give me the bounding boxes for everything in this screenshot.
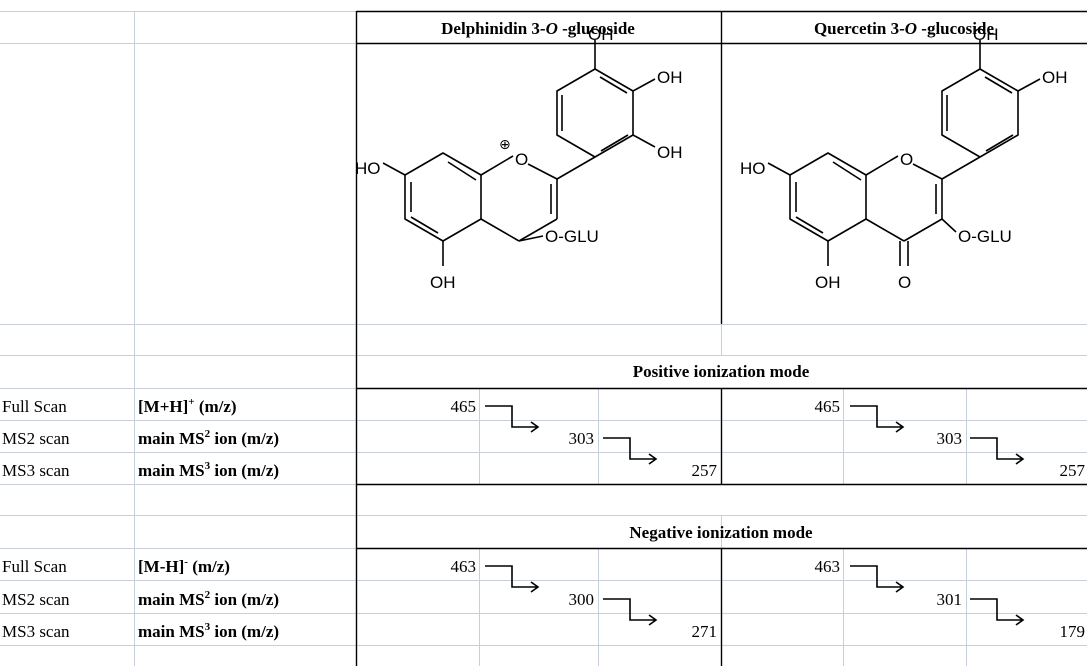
ion-label: main MS2 ion (m/z) — [138, 589, 279, 609]
fragmentation-arrow-icon — [603, 438, 656, 464]
mz-value: 300 — [569, 590, 595, 609]
mz-value: 257 — [692, 461, 718, 480]
ion-label: [M-H]- (m/z) — [138, 556, 230, 576]
mz-value: 179 — [1060, 622, 1086, 641]
scan-label: MS2 scan — [2, 429, 70, 448]
fragmentation-arrow-icon — [970, 599, 1023, 625]
mz-value: 257 — [1060, 461, 1086, 480]
fragmentation-arrow-icon — [485, 406, 538, 432]
scan-label: Full Scan — [2, 397, 67, 416]
mz-value: 465 — [451, 397, 477, 416]
quercetin-keto-oxygen: O — [898, 273, 911, 292]
section-header-positive: Positive ionization mode — [633, 362, 810, 381]
mz-value: 463 — [815, 557, 841, 576]
delphinidin-o-glu: O-GLU — [545, 227, 599, 246]
fragmentation-arrow-icon — [850, 406, 903, 432]
delphinidin-ho-left: HO — [355, 159, 381, 178]
mz-value: 463 — [451, 557, 477, 576]
ion-label: [M+H]+ (m/z) — [138, 396, 237, 416]
fragmentation-arrow-icon — [850, 566, 903, 592]
delphinidin-oh-bottom: OH — [430, 273, 456, 292]
delphinidin-oh-right: OH — [657, 68, 683, 87]
quercetin-o-glu: O-GLU — [958, 227, 1012, 246]
scan-label: MS3 scan — [2, 622, 70, 641]
compound-name-quercetin: Quercetin 3-O -glucoside — [814, 19, 995, 38]
fragmentation-arrow-icon — [603, 599, 656, 625]
ion-label: main MS2 ion (m/z) — [138, 428, 279, 448]
quercetin-ring-oxygen: O — [900, 150, 913, 169]
ion-label: main MS3 ion (m/z) — [138, 621, 279, 641]
mz-value: 303 — [569, 429, 595, 448]
quercetin-oh-bottom: OH — [815, 273, 841, 292]
scan-label: MS3 scan — [2, 461, 70, 480]
scan-label: Full Scan — [2, 557, 67, 576]
fragmentation-arrow-icon — [485, 566, 538, 592]
delphinidin-oh-lower-right: OH — [657, 143, 683, 162]
quercetin-oh-top: OH — [973, 25, 999, 44]
delphinidin-oh-top: OH — [588, 25, 614, 44]
fragmentation-arrow-icon — [970, 438, 1023, 464]
delphinidin-ring-oxygen: O — [515, 150, 528, 169]
section-header-negative: Negative ionization mode — [629, 523, 813, 542]
ion-label: main MS3 ion (m/z) — [138, 460, 279, 480]
scan-label: MS2 scan — [2, 590, 70, 609]
mz-value: 303 — [937, 429, 963, 448]
mz-value: 465 — [815, 397, 841, 416]
quercetin-ho-left: HO — [740, 159, 766, 178]
mz-value: 271 — [692, 622, 718, 641]
delphinidin-positive-charge: ⊕ — [499, 136, 511, 152]
quercetin-oh-right: OH — [1042, 68, 1068, 87]
mz-value: 301 — [937, 590, 963, 609]
